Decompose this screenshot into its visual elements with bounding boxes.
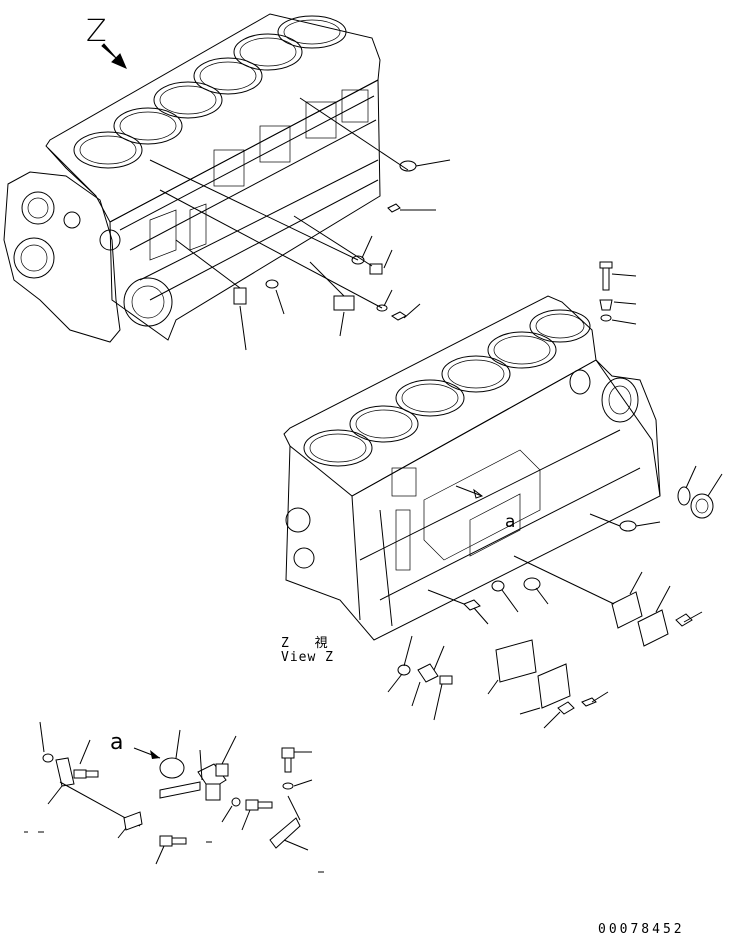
arrow-right-icon bbox=[133, 747, 161, 759]
top-cylinder-block bbox=[3, 13, 381, 343]
view-z-caption-en: View Z bbox=[281, 650, 334, 665]
arrow-down-right-icon bbox=[101, 43, 127, 69]
detail-a-letter: a bbox=[110, 730, 124, 755]
view-z-caption-cn: Z 視 bbox=[281, 636, 337, 651]
inner-a-letter: a bbox=[505, 512, 516, 532]
view-z-cylinder-bores bbox=[303, 309, 591, 467]
view-z-callouts bbox=[387, 261, 723, 729]
view-z-letter: Z bbox=[86, 14, 107, 49]
view-z-cylinder-block bbox=[283, 295, 661, 641]
top-block-callouts bbox=[149, 97, 451, 351]
top-cylinder-bores bbox=[73, 15, 347, 169]
detail-a-assembly bbox=[24, 721, 324, 873]
drawing-number: 00078452 bbox=[598, 922, 685, 937]
